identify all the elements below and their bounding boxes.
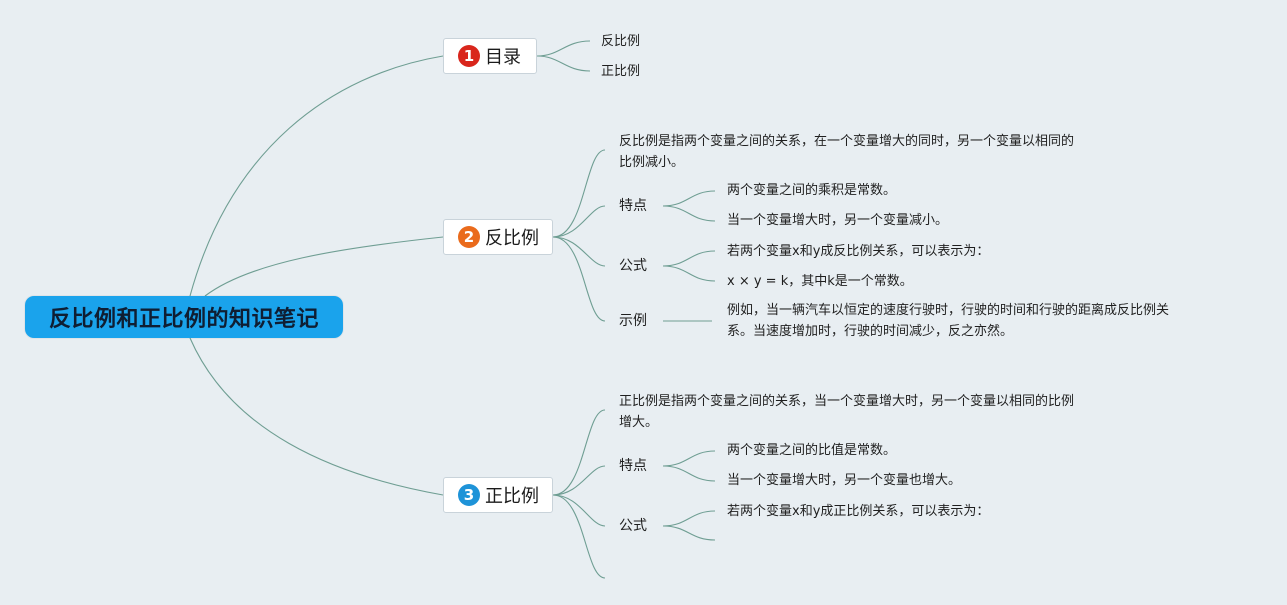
root-topic[interactable]: 反比例和正比例的知识笔记 bbox=[25, 296, 343, 338]
definition-text[interactable]: 反比例是指两个变量之间的关系，在一个变量增大的同时，另一个变量以相同的 比例减小… bbox=[619, 134, 1075, 170]
example-label[interactable]: 示例 bbox=[619, 313, 647, 329]
branch-label: 正比例 bbox=[485, 486, 539, 507]
definition-text[interactable]: 正比例是指两个变量之间的关系，当一个变量增大时，另一个变量以相同的比例 增大。 bbox=[619, 394, 1075, 430]
formula-item[interactable]: 若两个变量x和y成正比例关系，可以表示为： bbox=[727, 504, 990, 519]
branch-direct-proportion[interactable]: 3 正比例 bbox=[443, 477, 553, 513]
root-title: 反比例和正比例的知识笔记 bbox=[48, 307, 319, 332]
branch-label: 目录 bbox=[485, 47, 521, 68]
number-badge-3: 3 bbox=[458, 484, 480, 506]
formula-label[interactable]: 公式 bbox=[619, 518, 647, 534]
feature-item[interactable]: 两个变量之间的比值是常数。 bbox=[727, 443, 897, 458]
branch-contents[interactable]: 1 目录 bbox=[443, 38, 537, 74]
features-label[interactable]: 特点 bbox=[619, 458, 647, 474]
features-label[interactable]: 特点 bbox=[619, 198, 647, 214]
contents-item-direct[interactable]: 正比例 bbox=[601, 64, 641, 79]
contents-item-inverse[interactable]: 反比例 bbox=[601, 34, 641, 49]
formula-item[interactable]: 若两个变量x和y成反比例关系，可以表示为： bbox=[727, 244, 990, 259]
feature-item[interactable]: 当一个变量增大时，另一个变量减小。 bbox=[727, 213, 949, 228]
branch-label: 反比例 bbox=[485, 228, 539, 249]
number-badge-2: 2 bbox=[458, 226, 480, 248]
feature-item[interactable]: 两个变量之间的乘积是常数。 bbox=[727, 183, 897, 198]
number-badge-1: 1 bbox=[458, 45, 480, 67]
example-text[interactable]: 例如，当一辆汽车以恒定的速度行驶时，行驶的时间和行驶的距离成反比例关 系。当速度… bbox=[727, 303, 1170, 339]
formula-item[interactable]: x × y = k，其中k是一个常数。 bbox=[727, 274, 913, 289]
feature-item[interactable]: 当一个变量增大时，另一个变量也增大。 bbox=[727, 473, 962, 488]
branch-inverse-proportion[interactable]: 2 反比例 bbox=[443, 219, 553, 255]
formula-label[interactable]: 公式 bbox=[619, 258, 647, 274]
